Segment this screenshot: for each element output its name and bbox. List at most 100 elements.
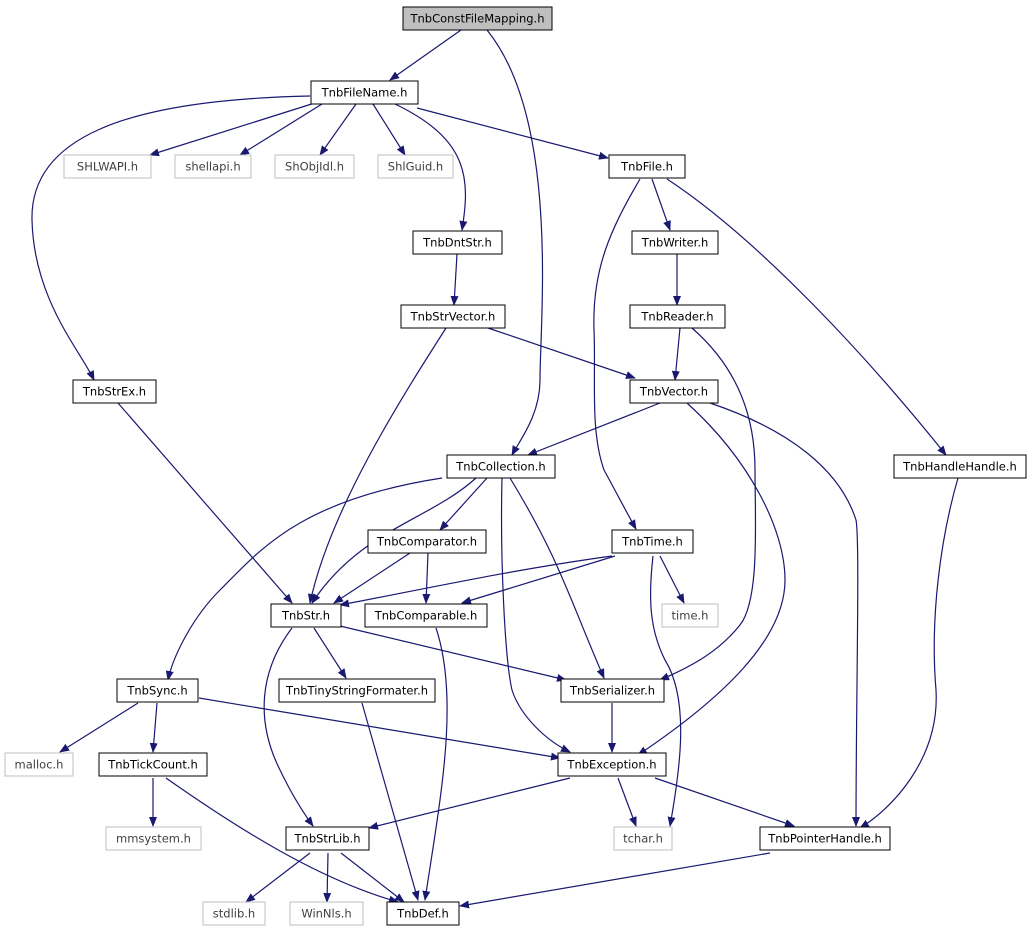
- node[interactable]: TnbFileName.h: [310, 80, 419, 105]
- node[interactable]: TnbCollection.h: [446, 454, 556, 479]
- node-label: TnbTime.h: [621, 535, 683, 549]
- node[interactable]: TnbException.h: [557, 752, 667, 777]
- node-label: TnbVector.h: [639, 385, 708, 399]
- node-label: TnbHandleHandle.h: [902, 460, 1017, 474]
- node-external[interactable]: malloc.h: [4, 752, 74, 777]
- edge-str-to-tinystringformater: [313, 627, 347, 679]
- node[interactable]: TnbPointerHandle.h: [759, 826, 891, 851]
- node-label: TnbException.h: [566, 758, 656, 772]
- node[interactable]: TnbVector.h: [629, 379, 719, 404]
- node[interactable]: TnbTime.h: [611, 529, 694, 554]
- edge-sync-to-tickcount: [149, 702, 158, 753]
- node-external[interactable]: ShlGuid.h: [377, 154, 454, 179]
- edge-filename-to-shellapi: [239, 103, 323, 156]
- node-external[interactable]: shellapi.h: [174, 154, 252, 179]
- node[interactable]: TnbWriter.h: [631, 230, 719, 255]
- edge-str-to-strlib: [263, 627, 314, 827]
- edge-strvector-to-str: [307, 327, 447, 604]
- edge-filename-to-shlwapi: [149, 101, 319, 157]
- node-label: TnbStrVector.h: [410, 310, 496, 324]
- edge-file-to-handlehandle: [666, 178, 947, 456]
- edge-tickcount-to-def: [165, 777, 399, 904]
- edge-constfilemapping-to-filename: [389, 29, 462, 81]
- edge-time-to-timeh: [659, 555, 685, 604]
- edge-comparator-to-comparable: [422, 552, 431, 604]
- node-label: TnbStrLib.h: [294, 832, 361, 846]
- node-external[interactable]: mmsystem.h: [105, 826, 202, 851]
- edge-collection-to-serializer: [509, 477, 605, 679]
- node[interactable]: TnbStrLib.h: [285, 826, 370, 851]
- node-label: TnbSerializer.h: [569, 684, 655, 698]
- node[interactable]: TnbHandleHandle.h: [893, 454, 1027, 479]
- node-label: TnbCollection.h: [455, 460, 545, 474]
- node[interactable]: TnbStrEx.h: [72, 379, 157, 404]
- edge-comparator-to-str: [333, 552, 411, 604]
- node-label: mmsystem.h: [116, 832, 191, 846]
- node-root[interactable]: TnbConstFileMapping.h: [402, 6, 553, 31]
- node-external[interactable]: time.h: [661, 603, 719, 628]
- node[interactable]: TnbStr.h: [270, 603, 342, 628]
- node-external[interactable]: WinNls.h: [289, 901, 364, 926]
- dependency-edges: [31, 29, 959, 909]
- edge-reader-to-serializer: [659, 327, 757, 681]
- edge-filename-to-shlguid: [372, 103, 406, 156]
- node[interactable]: TnbStrVector.h: [400, 304, 506, 329]
- edge-pointerhandle-to-def: [459, 852, 771, 909]
- edge-strlib-to-def: [340, 852, 405, 903]
- node-label: TnbFile.h: [620, 160, 673, 174]
- edge-exception-to-tchar: [617, 777, 637, 827]
- node-label: ShObjIdl.h: [285, 160, 344, 174]
- edge-strvector-to-vector: [487, 327, 636, 379]
- node[interactable]: TnbReader.h: [629, 304, 726, 329]
- node-label: TnbWriter.h: [641, 236, 709, 250]
- node[interactable]: TnbComparable.h: [364, 603, 488, 628]
- node-label: TnbComparator.h: [376, 535, 477, 549]
- node[interactable]: TnbSerializer.h: [560, 678, 665, 703]
- node[interactable]: TnbFile.h: [608, 154, 686, 179]
- node-label: TnbStr.h: [281, 609, 330, 623]
- edge-collection-to-exception: [500, 477, 571, 753]
- edge-vector-to-pointerhandle: [709, 402, 861, 827]
- node[interactable]: TnbTinyStringFormater.h: [278, 678, 436, 703]
- edge-collection-to-comparator: [439, 477, 488, 531]
- node-label: TnbPointerHandle.h: [767, 832, 881, 846]
- node[interactable]: TnbComparator.h: [367, 529, 487, 554]
- node-external[interactable]: ShObjIdl.h: [274, 154, 355, 179]
- node-label: ShlGuid.h: [388, 160, 443, 174]
- node-external[interactable]: tchar.h: [613, 826, 673, 851]
- node-label: WinNls.h: [301, 907, 351, 921]
- node[interactable]: TnbSync.h: [116, 678, 199, 703]
- node-label: SHLWAPI.h: [77, 160, 138, 174]
- node-label: TnbReader.h: [640, 310, 713, 324]
- node-label: stdlib.h: [213, 907, 255, 921]
- edge-time-to-comparable: [461, 555, 616, 605]
- node-label: TnbTinyStringFormater.h: [285, 684, 428, 698]
- edge-reader-to-vector: [671, 327, 681, 381]
- edge-time-to-str: [339, 555, 613, 608]
- node[interactable]: TnbDntStr.h: [412, 230, 503, 255]
- edge-filename-to-shobjidl: [319, 103, 357, 156]
- node-label: shellapi.h: [185, 160, 240, 174]
- edge-constfilemapping-to-collection: [486, 29, 544, 456]
- edge-file-to-time: [593, 178, 641, 530]
- node-external[interactable]: SHLWAPI.h: [63, 154, 152, 179]
- node[interactable]: TnbDef.h: [386, 901, 460, 926]
- edge-handlehandle-to-pointerhandle: [859, 477, 959, 829]
- node-label: TnbConstFileMapping.h: [409, 12, 544, 26]
- edge-filename-to-file: [416, 107, 609, 160]
- edge-str-to-serializer: [339, 625, 567, 682]
- edge-strlib-to-winnls: [323, 852, 332, 903]
- node-label: TnbDntStr.h: [422, 236, 492, 250]
- node-label: time.h: [672, 609, 709, 623]
- edge-exception-to-strlib: [368, 777, 571, 830]
- edge-strex-to-str: [117, 402, 293, 604]
- node[interactable]: TnbTickCount.h: [98, 752, 208, 777]
- node-external[interactable]: stdlib.h: [202, 901, 266, 926]
- edge-filename-to-strex: [31, 95, 311, 381]
- edge-exception-to-pointerhandle: [654, 777, 795, 827]
- edge-sync-to-exception: [198, 697, 561, 761]
- node-label: TnbStrEx.h: [82, 385, 146, 399]
- edge-collection-to-str: [311, 477, 477, 604]
- edge-vector-to-collection: [527, 402, 661, 456]
